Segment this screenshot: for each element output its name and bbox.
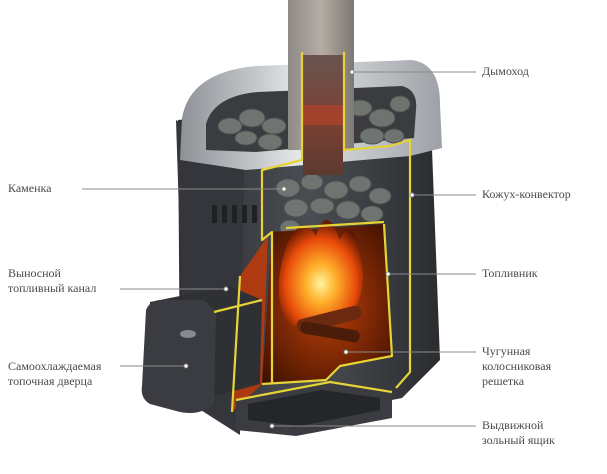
label-remote-fuel-channel-line-1: Выносной	[8, 266, 61, 280]
label-cast-iron-grate: Чугунная колосниковая решетка	[482, 344, 551, 389]
label-firebox: Топливник	[482, 266, 538, 281]
label-chimney-text: Дымоход	[482, 64, 529, 78]
label-cast-iron-grate-line-3: решетка	[482, 374, 525, 388]
label-convector-jacket-text: Кожух-конвектор	[482, 187, 571, 201]
label-convector-jacket: Кожух-конвектор	[482, 187, 571, 202]
label-self-cooling-door: Самоохлаждаемая топочная дверца	[8, 359, 101, 389]
label-cast-iron-grate-line-2: колосниковая	[482, 359, 552, 373]
label-remote-fuel-channel-line-2: топливный канал	[8, 281, 97, 295]
body-vents	[212, 205, 257, 223]
ash-drawer	[236, 382, 392, 436]
cutaway-outline	[213, 52, 412, 413]
label-firebox-text: Топливник	[482, 266, 538, 280]
label-ash-drawer-line-1: Выдвижной	[482, 418, 544, 432]
label-cast-iron-grate-line-1: Чугунная	[482, 344, 531, 358]
label-stones-compartment-text: Каменка	[8, 181, 52, 195]
label-ash-drawer-line-2: зольный ящик	[482, 433, 555, 447]
label-self-cooling-door-line-2: топочная дверца	[8, 374, 93, 388]
logs	[296, 305, 362, 343]
leader-lines	[82, 69, 476, 429]
label-self-cooling-door-line-1: Самоохлаждаемая	[8, 359, 102, 373]
label-chimney: Дымоход	[482, 64, 529, 79]
label-ash-drawer: Выдвижной зольный ящик	[482, 418, 555, 448]
label-remote-fuel-channel: Выносной топливный канал	[8, 266, 96, 296]
label-stones-compartment: Каменка	[8, 181, 52, 196]
